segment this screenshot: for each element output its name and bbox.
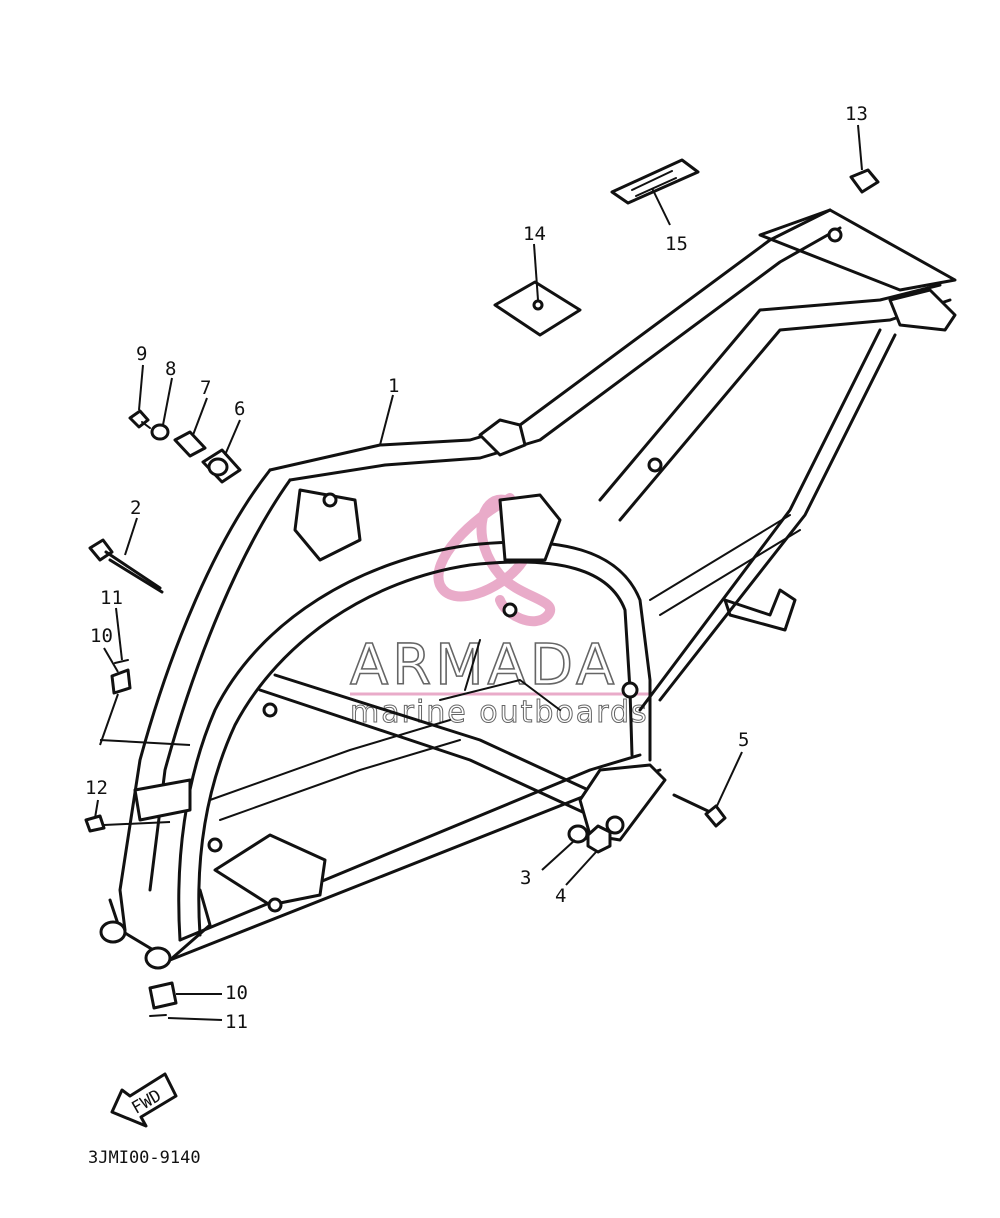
callout-10-upper: 10	[90, 625, 113, 647]
frame-mount-hole	[262, 702, 278, 718]
leader-8	[162, 377, 173, 426]
diagram-code: 3JMI00-9140	[88, 1148, 201, 1168]
callout-2: 2	[130, 497, 141, 519]
frame-mount-hole	[605, 815, 625, 835]
callout-3: 3	[520, 867, 531, 889]
leader-10a	[103, 647, 119, 673]
fwd-arrow: FWD	[110, 1072, 178, 1128]
callout-11-upper: 11	[100, 587, 123, 609]
part-4-nut	[586, 824, 612, 854]
callout-8: 8	[165, 358, 176, 380]
callout-11-lower: 11	[225, 1011, 248, 1033]
callout-9: 9	[136, 343, 147, 365]
leader-5	[715, 751, 743, 809]
frame-rear-bracket-rail	[649, 514, 801, 616]
part-10-damper-upper	[110, 668, 132, 695]
leader-14	[533, 243, 539, 301]
frame-mount-hole	[207, 837, 223, 853]
leader-12-to-frame	[103, 821, 171, 826]
frame-front-left-downtube-inner	[148, 478, 292, 892]
frame-lower-skid-bracket	[213, 833, 327, 907]
frame-mount-hole	[621, 681, 639, 699]
callout-14: 14	[523, 223, 546, 245]
frame-rear-stay-lower	[638, 328, 882, 712]
frame-rear-crossmember	[758, 208, 957, 292]
leader-11a	[115, 607, 123, 661]
leader-2	[124, 517, 138, 556]
part-13-cap	[849, 168, 880, 194]
leader-15	[651, 187, 671, 226]
callout-7: 7	[200, 377, 211, 399]
leader-10a-to-frame	[99, 693, 119, 746]
frame-top-tube-inner	[288, 226, 842, 482]
frame-head-gusset	[293, 488, 362, 562]
loose-parts	[84, 158, 880, 1017]
leader-6	[224, 419, 241, 456]
part-7-collar	[173, 430, 207, 458]
frame-front-rubber-foot	[99, 920, 127, 944]
part-6-damper	[201, 448, 242, 484]
part-15-label-plate	[610, 158, 700, 205]
frame-engine-mount-strut	[209, 719, 461, 821]
frame-seat-rail-right	[618, 298, 952, 522]
leader-9	[138, 364, 144, 411]
frame-crossmember-diagonal-2	[273, 673, 612, 802]
part-2-engine-bolt	[88, 538, 164, 594]
frame-center-bracket	[498, 493, 562, 562]
frame-seat-latch-bracket	[888, 288, 957, 332]
frame-front-rubber-foot	[144, 946, 172, 970]
callout-10-lower: 10	[225, 982, 248, 1004]
callout-13: 13	[845, 103, 868, 125]
leader-3	[541, 839, 576, 871]
part-10-damper-lower	[148, 981, 178, 1010]
watermark: ARMADA marine outboards	[349, 493, 650, 731]
leader-13	[857, 124, 863, 171]
watermark-title: ARMADA	[350, 633, 618, 698]
callout-6: 6	[234, 398, 245, 420]
leader-1	[379, 394, 394, 446]
frame-upper-rear-tab	[478, 418, 527, 457]
frame-mount-hole	[647, 457, 663, 473]
frame-front-left-bracket	[133, 778, 192, 822]
part-3-washer	[567, 824, 589, 844]
frame-front-right-downtube-inner	[197, 560, 634, 937]
frame-mount-hole	[502, 602, 518, 618]
watermark-subtitle: marine outboards	[350, 695, 649, 730]
frame-rear-stay-upper	[658, 333, 897, 702]
part-11-clip-lower	[149, 1014, 167, 1017]
leader-lines	[94, 124, 863, 1021]
callout-5: 5	[738, 729, 749, 751]
leader-12	[94, 799, 99, 819]
frame-mount-hole	[322, 492, 338, 508]
leader-11b	[167, 1017, 223, 1021]
callout-labels: 1 2 3 4 5 6 7 8 9 10 11 10 11 12 13 14 1…	[85, 103, 868, 1033]
callout-4: 4	[555, 885, 566, 907]
callout-12: 12	[85, 777, 108, 799]
footrest-bar	[723, 588, 797, 632]
frame-center-cross	[439, 639, 561, 711]
leader-7	[192, 397, 208, 436]
part-5-pivot-bolt	[672, 793, 727, 828]
part-14-pad-hole	[532, 299, 544, 311]
part-12-fitting	[84, 814, 106, 833]
frame-crossmember-diagonal	[258, 688, 602, 822]
part-8-washer	[150, 423, 170, 441]
callout-15: 15	[665, 233, 688, 255]
frame-mount-hole	[267, 897, 283, 913]
part-9-bolt	[128, 409, 151, 429]
frame-mount-hole	[827, 227, 843, 243]
part-11-clip-upper	[114, 659, 129, 664]
leader-frame-bottom-left	[99, 739, 191, 746]
frame-assembly	[99, 208, 957, 970]
leader-4	[565, 851, 597, 886]
frame-front-left-downtube	[118, 468, 272, 932]
callout-1: 1	[388, 375, 399, 397]
frame-seat-rail-left	[598, 283, 942, 502]
